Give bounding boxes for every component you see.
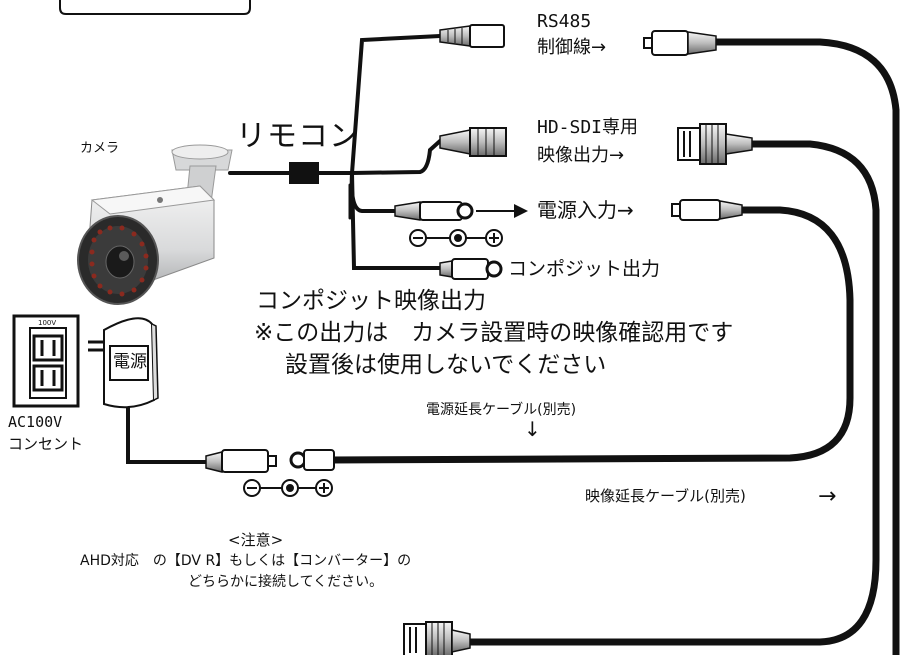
wall-outlet xyxy=(12,314,80,408)
composite-note-2: 設置後は使用しないでください xyxy=(285,352,607,378)
caution-title: <注意> xyxy=(228,531,284,549)
power-jack-harness xyxy=(394,201,474,221)
camera-label: カメラ xyxy=(80,141,120,156)
ac-label-line1: AC100V xyxy=(8,413,63,431)
camera-harness xyxy=(228,34,442,270)
remote-label: リモコン xyxy=(236,119,360,154)
hdsdi-label-line2: 映像出力→ xyxy=(537,145,625,166)
adapter-cable xyxy=(126,405,206,464)
rs485-socket xyxy=(439,24,505,48)
caution-line-1: AHD対応 の【DV R】もしくは【コンバーター】の xyxy=(80,553,412,569)
power-socket-extension xyxy=(289,449,335,471)
power-ext-arrow: ↓ xyxy=(524,417,541,441)
adapter-label: 電源 xyxy=(113,352,147,372)
composite-socket xyxy=(439,258,503,280)
polarity-symbol-bottom xyxy=(243,479,333,497)
adapter-plug xyxy=(205,449,277,473)
hdsdi-label-line1: HD-SDI専用 xyxy=(537,117,639,138)
rs485-plug xyxy=(643,30,717,56)
power-input-label: 電源入力→ xyxy=(537,198,634,222)
outlet-plate-label: 100V xyxy=(38,319,57,327)
video-ext-arrow: → xyxy=(818,484,837,509)
power-plug-extension xyxy=(671,199,743,221)
remote-box xyxy=(289,162,319,184)
power-extension-cable xyxy=(329,206,854,464)
power-ext-label: 電源延長ケーブル(別売) xyxy=(426,402,577,418)
rs485-label-line2: 制御線→ xyxy=(537,37,607,58)
ac-label-line2: コンセント xyxy=(8,435,84,453)
polarity-symbol-top xyxy=(409,229,503,247)
rs485-label-line1: RS485 xyxy=(537,11,592,32)
bottom-bnc xyxy=(403,621,471,655)
rs485-extension-cable xyxy=(716,38,900,655)
video-extension-cable xyxy=(470,140,880,646)
hdsdi-bnc-harness xyxy=(439,127,507,157)
composite-out-label: コンポジット出力 xyxy=(508,258,661,280)
camera-illustration xyxy=(77,144,233,305)
hdsdi-bnc-extension xyxy=(677,123,753,165)
composite-title: コンポジット映像出力 xyxy=(256,288,486,314)
video-ext-label: 映像延長ケーブル(別売) xyxy=(585,487,746,505)
caution-line-2: どちらかに接続してください。 xyxy=(188,574,384,590)
top-frame xyxy=(59,0,251,15)
ac-adapter xyxy=(88,317,159,409)
composite-note-1: ※この出力は カメラ設置時の映像確認用です xyxy=(254,320,734,346)
